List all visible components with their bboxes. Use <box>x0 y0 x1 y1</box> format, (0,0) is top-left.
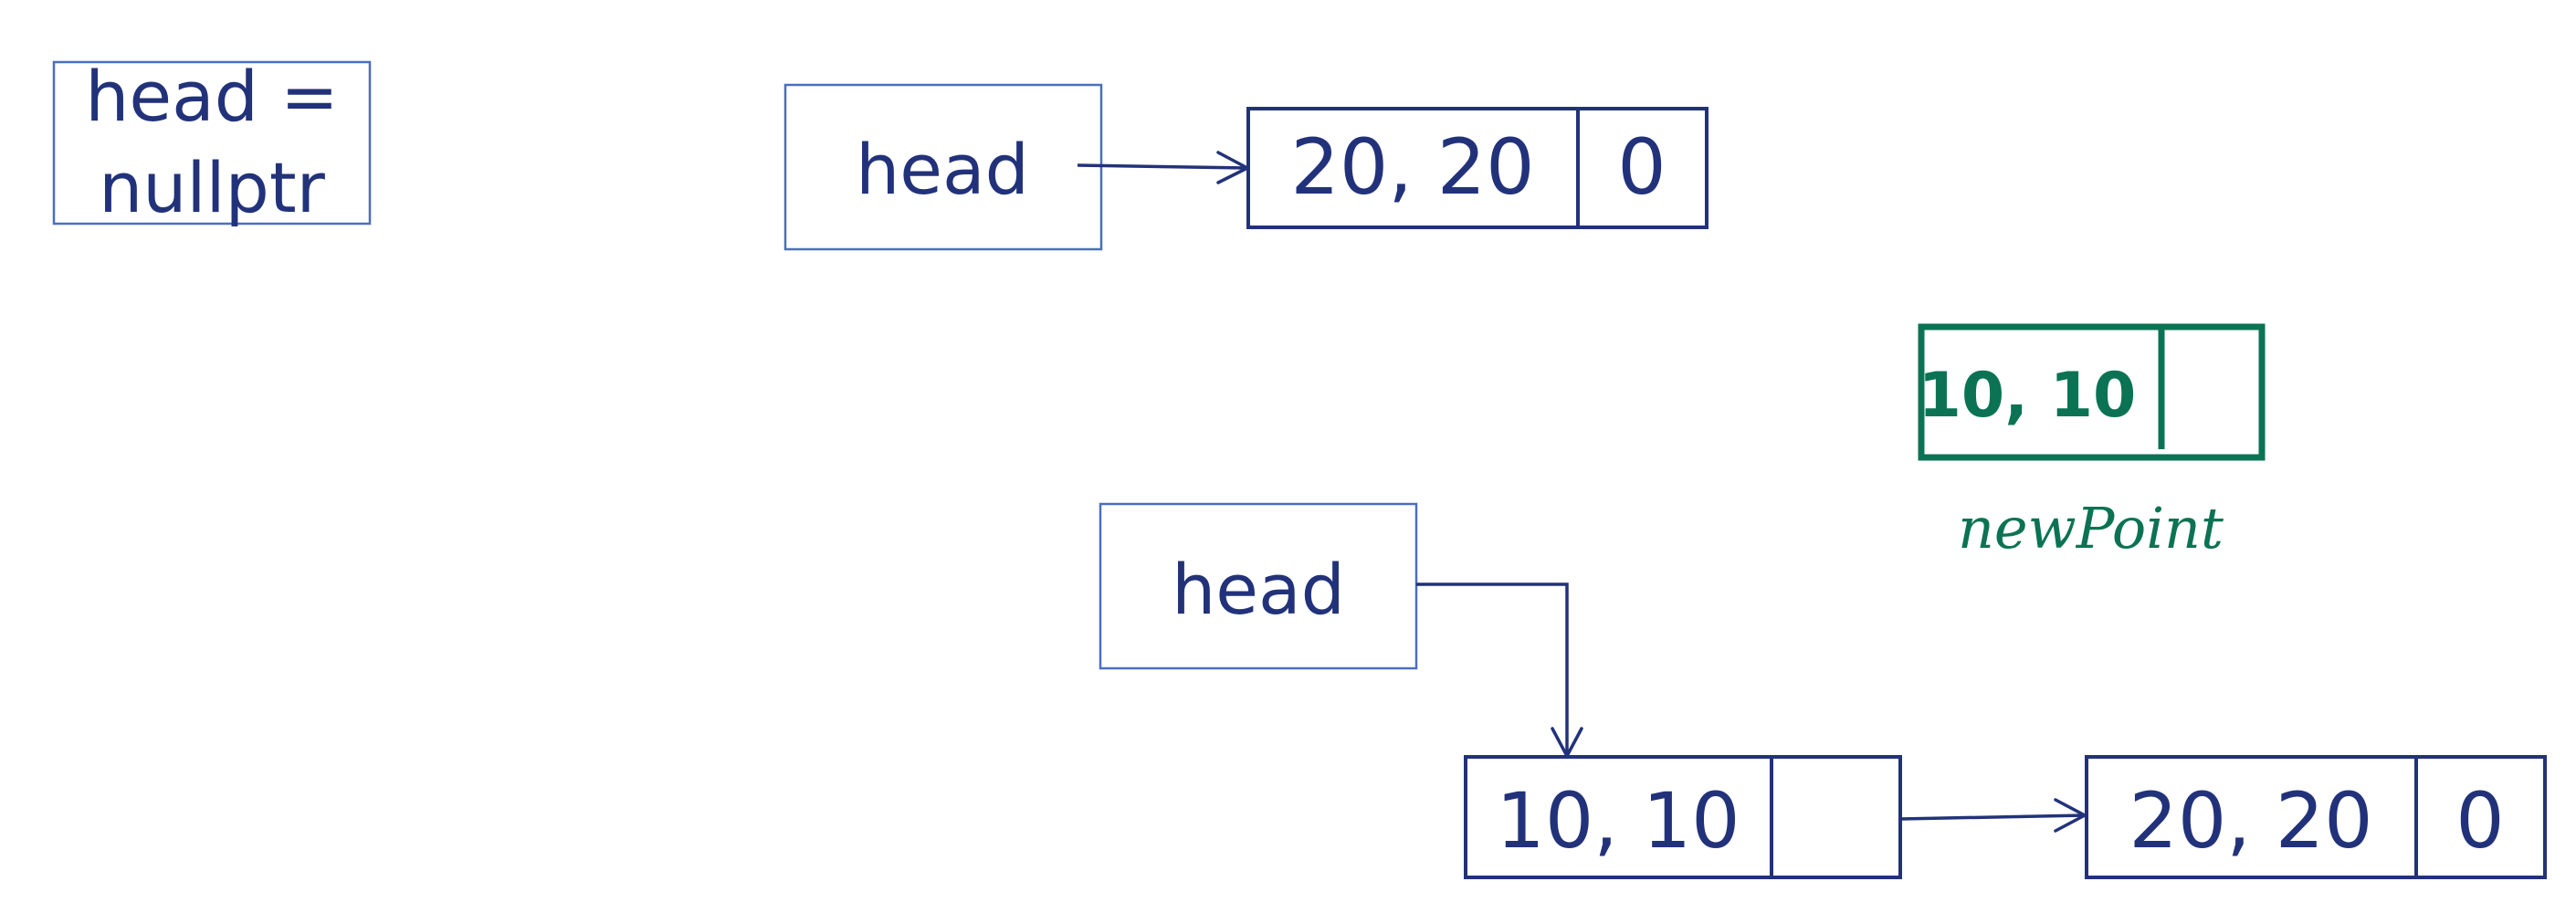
new-point-border <box>1918 323 2266 461</box>
bottom-head-arrow-line <box>1416 582 1569 756</box>
bottom-head-label: head <box>1172 549 1345 630</box>
top-node-next: 0 <box>1617 122 1666 212</box>
top-node: 20, 20 0 <box>1246 107 1709 229</box>
top-node-border <box>1246 107 1709 229</box>
head-nullptr-box: head = nullptr <box>52 56 372 228</box>
top-head-box: head <box>783 83 1103 251</box>
bottom-node2: 20, 20 0 <box>2085 755 2547 879</box>
bottom-node2-next: 0 <box>2455 776 2504 866</box>
head-nullptr-border <box>52 60 372 226</box>
bottom-head-arrow <box>1416 582 1583 758</box>
bottom-node1-border <box>1464 755 1902 879</box>
head-nullptr-line2: nullptr <box>99 147 326 228</box>
bottom-node1-value: 10, 10 <box>1496 776 1740 866</box>
top-head-arrow <box>1077 151 1249 184</box>
new-point-caption: newPoint <box>1958 495 2224 561</box>
new-point-node: 10, 10 <box>1918 323 2266 461</box>
bottom-node1: 10, 10 <box>1464 755 1902 879</box>
top-head-label: head <box>856 129 1029 210</box>
head-nullptr-line1: head = <box>85 56 339 137</box>
bottom-head-box: head <box>1099 502 1418 670</box>
bottom-node-arrow-line <box>1899 813 2086 821</box>
top-node-value: 20, 20 <box>1290 122 1534 212</box>
bottom-node-arrow <box>1899 798 2087 833</box>
new-point-value: 10, 10 <box>1919 360 2137 432</box>
bottom-node2-value: 20, 20 <box>2129 776 2372 866</box>
top-head-arrow-line <box>1077 163 1248 170</box>
bottom-head-border <box>1099 502 1418 670</box>
bottom-node2-border <box>2085 755 2547 879</box>
